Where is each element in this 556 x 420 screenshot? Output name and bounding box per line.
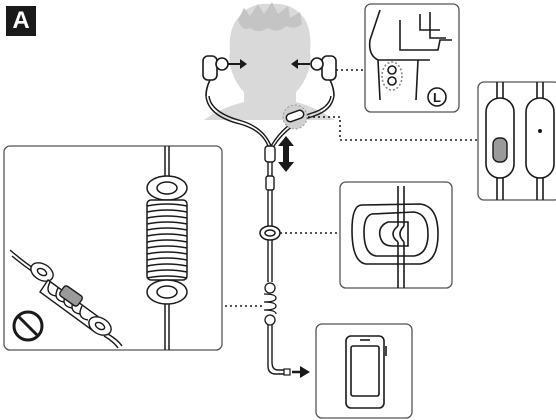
panel-label: A xyxy=(6,6,36,36)
prohibited-icon xyxy=(12,310,44,342)
cord-splitter xyxy=(264,145,276,191)
incorrect-coil xyxy=(9,249,123,349)
correct-coil xyxy=(146,146,188,350)
earphone-cable xyxy=(205,95,335,375)
coil-detail-panel xyxy=(3,145,223,351)
cable-clip xyxy=(259,225,281,241)
head-silhouette xyxy=(204,2,334,120)
earbud-detail-panel: L xyxy=(364,3,460,113)
clip-detail-panel xyxy=(339,181,453,289)
right-earbud xyxy=(310,55,337,97)
right-insert-arrow xyxy=(291,59,310,69)
slide-adjuster-arrow xyxy=(278,136,294,172)
plug-arrow xyxy=(283,366,310,378)
left-marker-label: L xyxy=(433,90,441,105)
leader-lines xyxy=(222,69,478,307)
remote-detail-panel xyxy=(477,81,556,201)
panel-label-text: A xyxy=(12,7,30,34)
left-insert-arrow xyxy=(228,59,247,69)
cable-coil xyxy=(263,282,277,326)
remote-on-cable xyxy=(282,104,308,130)
left-earbud xyxy=(202,55,229,97)
player-device-panel xyxy=(315,323,413,419)
